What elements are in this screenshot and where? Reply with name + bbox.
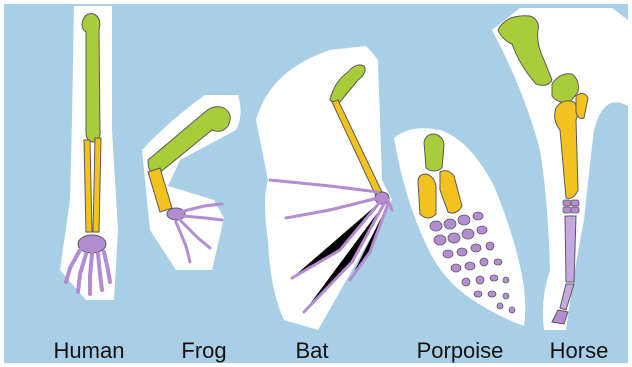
human-finger-middle [90,254,92,294]
porpoise-bone [443,250,453,258]
porpoise-bone [488,291,496,297]
porpoise-bone [430,221,442,231]
human-forelimb [60,6,118,300]
porpoise-bone [494,259,502,265]
bat-forelimb [256,46,392,330]
porpoise-bone [448,233,460,243]
frog-forelimb [142,95,241,270]
porpoise-bone [476,276,484,284]
porpoise-bone [434,235,446,245]
porpoise-flipper [394,128,525,326]
label-horse: Horse [550,338,609,363]
label-bat: Bat [295,338,328,363]
porpoise-bone [473,212,483,220]
porpoise-bone [462,278,470,286]
porpoise-bone [486,242,494,250]
horse-carpal [563,200,571,206]
label-porpoise: Porpoise [417,338,504,363]
label-human: Human [54,338,125,363]
horse-carpal [563,207,571,213]
porpoise-bone [462,229,474,239]
porpoise-bone [503,277,509,283]
frog-wrist [167,208,185,220]
human-ulna [93,138,101,232]
porpoise-bone [471,244,481,252]
horse-carpal [571,207,579,213]
porpoise-bone [457,248,467,256]
porpoise-humerus [424,134,444,171]
porpoise-bone [444,219,456,229]
porpoise-bone [458,215,470,225]
porpoise-bone [480,258,488,266]
porpoise-bone [503,293,509,299]
porpoise-bone [474,291,482,297]
porpoise-radius [418,174,436,218]
porpoise-bone [509,307,515,313]
human-wrist [78,235,106,253]
porpoise-bone [477,226,487,234]
porpoise-bone [465,262,475,270]
porpoise-bone [451,264,461,272]
horse-carpal [571,200,579,206]
human-radius [84,140,92,232]
label-group: Human Frog Bat Porpoise Horse [54,338,609,363]
porpoise-bone [490,275,498,281]
label-frog: Frog [181,338,226,363]
porpoise-bone [497,303,503,309]
horse-cannon-bone [565,216,576,282]
